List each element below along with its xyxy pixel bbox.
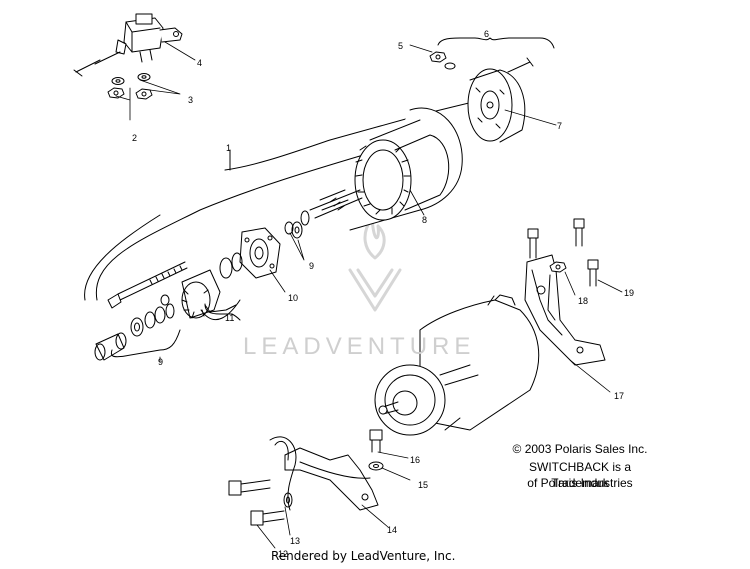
callout-1: 1 [226, 143, 232, 153]
watermark-logo [348, 216, 402, 312]
callout-3: 3 [188, 95, 194, 105]
callout-11: 11 [225, 313, 235, 323]
callout-9-lower: 9 [158, 357, 164, 367]
callout-4: 4 [197, 58, 203, 68]
callout-18: 18 [578, 296, 589, 306]
bracket-1 [84, 97, 491, 301]
bracket-6 [437, 37, 555, 49]
watermark-text: LEADVENTURE [243, 333, 476, 360]
callout-10: 10 [288, 293, 299, 303]
rendered-by-footer: Rendered by LeadVenture, Inc. [271, 549, 456, 563]
kit-9-lower [94, 294, 175, 361]
washers-9-upper [284, 221, 303, 239]
callout-12: 12 [278, 549, 289, 559]
callout-6: 6 [484, 29, 490, 39]
trademark-line-2: of Polaris Industries [527, 476, 633, 490]
nut-18 [549, 261, 567, 273]
callout-5: 5 [398, 41, 404, 51]
bracket-14 [269, 436, 379, 511]
nuts-washers-2-3 [107, 73, 153, 100]
copyright-text: © 2003 Polaris Sales Inc. [512, 442, 648, 456]
callout-17: 17 [614, 391, 625, 401]
bracket-9-lower [110, 329, 181, 358]
trademark-line-1: SWITCHBACK is a Trademark [528, 460, 631, 490]
callout-19: 19 [624, 288, 635, 298]
bracket-11 [204, 303, 241, 321]
bolts-19 [527, 218, 599, 287]
starter-motor [374, 294, 540, 436]
callout-9-upper: 9 [309, 261, 315, 271]
callout-8: 8 [422, 215, 428, 225]
nut-5 [429, 51, 456, 70]
armature-8 [300, 107, 463, 231]
callout-16: 16 [410, 455, 421, 465]
plate-10 [219, 227, 281, 279]
through-bolt [107, 261, 188, 309]
washer-15 [368, 461, 384, 471]
washer-13 [283, 492, 293, 508]
drive-gear-11 [181, 269, 241, 321]
callout-7: 7 [557, 121, 563, 131]
leader-lines [115, 41, 623, 549]
bolts-12 [228, 479, 285, 526]
callout-14: 14 [387, 525, 398, 535]
callout-2: 2 [132, 133, 138, 143]
callout-15: 15 [418, 480, 429, 490]
callout-13: 13 [290, 536, 301, 546]
bolt-16 [369, 429, 383, 453]
relay-part-4 [73, 13, 183, 77]
end-cap-7 [467, 57, 534, 143]
